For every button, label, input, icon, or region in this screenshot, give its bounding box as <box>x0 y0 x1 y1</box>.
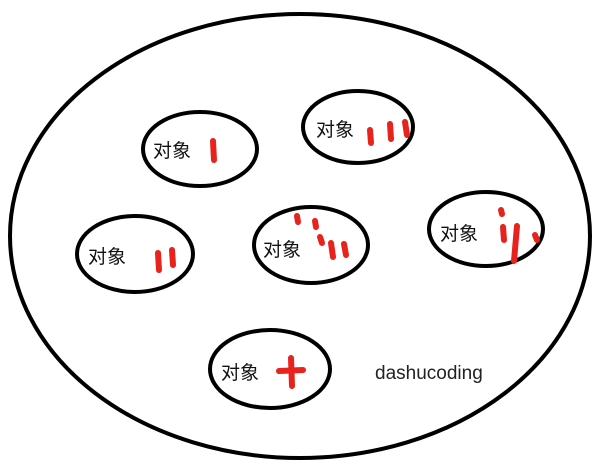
mark-stroke <box>402 119 410 138</box>
object-3-label: 对象 <box>316 119 354 141</box>
mark-stroke <box>312 218 319 230</box>
object-1-mark <box>210 138 217 163</box>
object-4-ellipse <box>427 190 545 268</box>
mark-stroke <box>498 207 505 217</box>
mark-stroke <box>367 127 374 146</box>
object-2-mark <box>155 247 176 273</box>
mark-stroke <box>532 232 540 243</box>
object-node-5: 对象 <box>252 205 370 285</box>
object-node-4: 对象 <box>427 190 545 268</box>
object-1-label: 对象 <box>153 140 191 162</box>
mark-stroke <box>317 234 325 246</box>
mark-stroke <box>288 355 295 389</box>
object-5-mark <box>294 213 349 260</box>
object-node-3: 对象 <box>301 89 415 165</box>
mark-stroke <box>294 213 301 225</box>
object-2-ellipse <box>75 214 195 294</box>
mark-stroke <box>328 240 336 260</box>
object-2-label: 对象 <box>88 246 126 268</box>
mark-stroke <box>210 138 217 163</box>
object-node-6: 对象 <box>208 328 332 410</box>
mark-stroke <box>387 121 394 142</box>
object-4-mark <box>498 207 540 264</box>
object-6-mark <box>276 355 306 389</box>
mark-stroke <box>511 223 520 264</box>
object-5-label: 对象 <box>263 239 301 261</box>
object-1-ellipse <box>141 110 259 188</box>
object-6-ellipse <box>208 328 332 410</box>
outer-container-ellipse <box>8 12 592 460</box>
object-node-2: 对象 <box>75 214 195 294</box>
mark-stroke <box>500 224 507 243</box>
object-4-label: 对象 <box>440 223 478 245</box>
mark-stroke <box>341 241 349 258</box>
mark-stroke <box>169 247 176 268</box>
object-6-label: 对象 <box>221 362 259 384</box>
mark-stroke <box>155 250 162 273</box>
object-3-ellipse <box>301 89 415 165</box>
object-3-mark <box>367 119 410 146</box>
object-node-1: 对象 <box>141 110 259 188</box>
watermark-text: dashucoding <box>375 363 483 384</box>
object-5-ellipse <box>252 205 370 285</box>
